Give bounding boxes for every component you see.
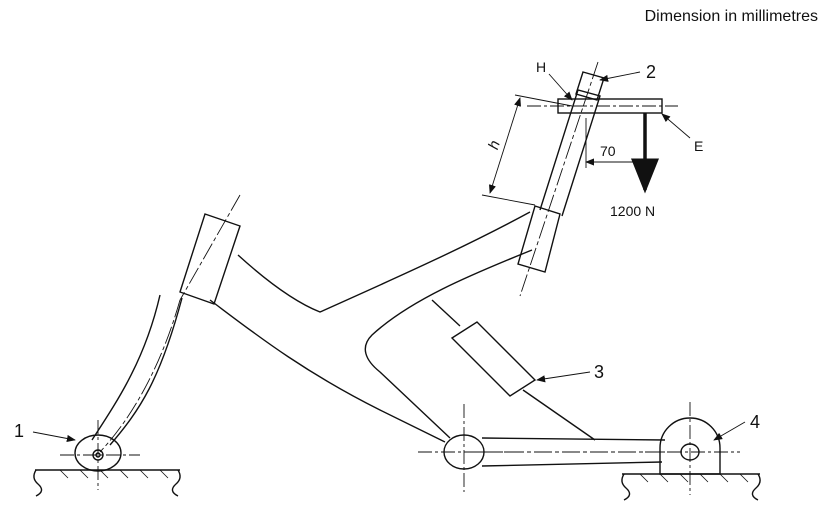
middle-joint	[418, 404, 512, 492]
lower-link	[478, 437, 672, 467]
support-1	[60, 420, 140, 490]
main-frame	[209, 211, 533, 443]
left-leg	[91, 194, 241, 453]
label-force: 1200 N	[610, 203, 655, 219]
label-dim-h: h	[485, 138, 504, 151]
dimension-caption: Dimension in millimetres	[644, 8, 818, 25]
left-ground	[33, 469, 181, 497]
upper-left-sleeve	[179, 213, 241, 305]
seat-post	[519, 61, 605, 297]
upper-right-sleeve	[517, 205, 561, 273]
leaders	[32, 71, 746, 443]
label-4: 4	[750, 412, 760, 432]
label-dim-70: 70	[600, 143, 616, 159]
dimension-h	[481, 94, 573, 206]
damper-3	[431, 299, 596, 441]
right-ground	[621, 473, 761, 501]
label-2: 2	[646, 62, 656, 82]
label-1: 1	[14, 421, 24, 441]
support-4	[645, 402, 740, 495]
label-e-point: E	[694, 138, 703, 154]
label-h-point: H	[536, 59, 546, 75]
label-3: 3	[594, 362, 604, 382]
